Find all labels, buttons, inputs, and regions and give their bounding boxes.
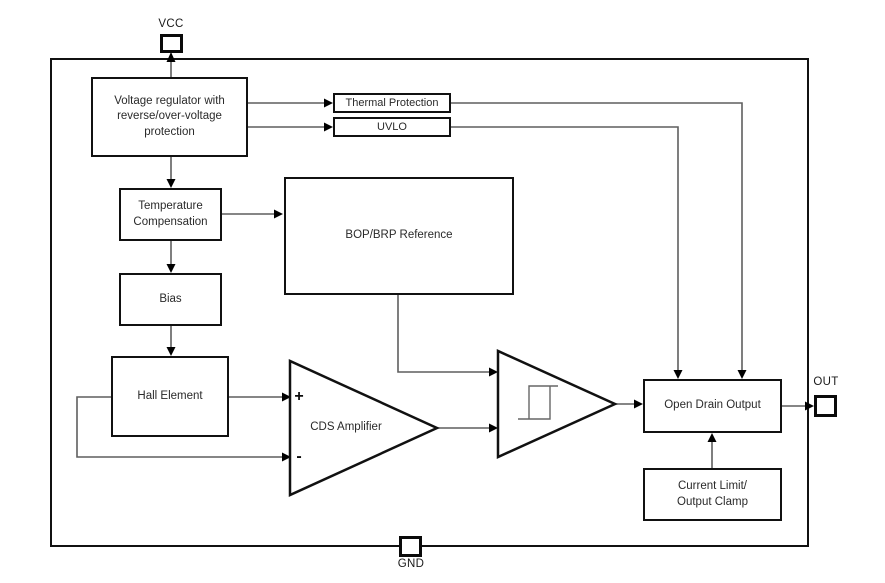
arrowhead-right-out	[805, 401, 814, 411]
arrowhead-right-minus-input	[282, 452, 291, 462]
gnd-pin-label: GND	[397, 558, 425, 570]
arrowhead-right-schmitt-bottom	[489, 423, 498, 433]
wire-bop-brp-to-schmitt	[397, 295, 490, 373]
block-bias-label: Bias	[159, 292, 182, 305]
cds-minus-input-sign: -	[296, 448, 302, 465]
chip-boundary	[50, 58, 809, 547]
wire-uvlo-to-open-drain	[451, 126, 679, 371]
arrowhead-right-uvlo	[324, 122, 333, 132]
vcc-pin	[160, 34, 183, 53]
block-voltage-regulator-label: Voltage regulator with reverse/over-volt…	[114, 95, 225, 138]
block-uvlo-label: UVLO	[377, 120, 407, 133]
block-bias: Bias	[119, 273, 222, 326]
schmitt-trigger-triangle	[496, 349, 619, 459]
arrowhead-down-hall	[166, 347, 176, 356]
block-hall-element: Hall Element	[111, 356, 229, 437]
block-voltage-regulator: Voltage regulator with reverse/over-volt…	[91, 77, 248, 157]
gnd-pin	[399, 536, 422, 557]
arrowhead-right-thermal	[324, 98, 333, 108]
cds-plus-input-sign: +	[294, 388, 304, 405]
vcc-pin-label: VCC	[158, 18, 184, 30]
arrowhead-right-schmitt-top	[489, 367, 498, 377]
block-temperature-compensation-label: Temperature Compensation	[133, 200, 208, 228]
arrowhead-up-vcc	[166, 52, 176, 62]
hysteresis-icon	[528, 385, 558, 419]
arrowhead-down-uvlo-line	[673, 370, 683, 379]
cds-amplifier-label: CDS Amplifier	[310, 421, 382, 433]
block-thermal-protection: Thermal Protection	[333, 93, 451, 113]
out-pin-label: OUT	[813, 376, 839, 388]
wire-hall-to-minus-input	[76, 396, 284, 458]
block-thermal-protection-label: Thermal Protection	[345, 96, 439, 109]
out-pin	[814, 395, 837, 417]
arrowhead-down-temp-comp	[166, 179, 176, 188]
block-open-drain-output-label: Open Drain Output	[664, 399, 761, 412]
block-open-drain-output: Open Drain Output	[643, 379, 782, 433]
arrowhead-down-thermal-line	[737, 370, 747, 379]
arrowhead-right-open-drain	[634, 399, 643, 409]
block-hall-element-label: Hall Element	[137, 389, 203, 402]
block-current-limit-output-clamp-label: Current Limit/ Output Clamp	[677, 480, 748, 508]
block-current-limit-output-clamp: Current Limit/ Output Clamp	[643, 468, 782, 521]
block-bop-brp-reference: BOP/BRP Reference	[284, 177, 514, 295]
block-temperature-compensation: Temperature Compensation	[119, 188, 222, 241]
arrowhead-right-plus-input	[282, 392, 291, 402]
arrowhead-up-clamp	[707, 433, 717, 442]
block-bop-brp-reference-label: BOP/BRP Reference	[345, 229, 453, 242]
cds-amplifier-triangle	[288, 359, 441, 497]
wire-thermal-to-open-drain	[451, 102, 743, 371]
block-uvlo: UVLO	[333, 117, 451, 137]
arrowhead-down-bias	[166, 264, 176, 273]
arrowhead-right-bop-brp	[274, 209, 283, 219]
